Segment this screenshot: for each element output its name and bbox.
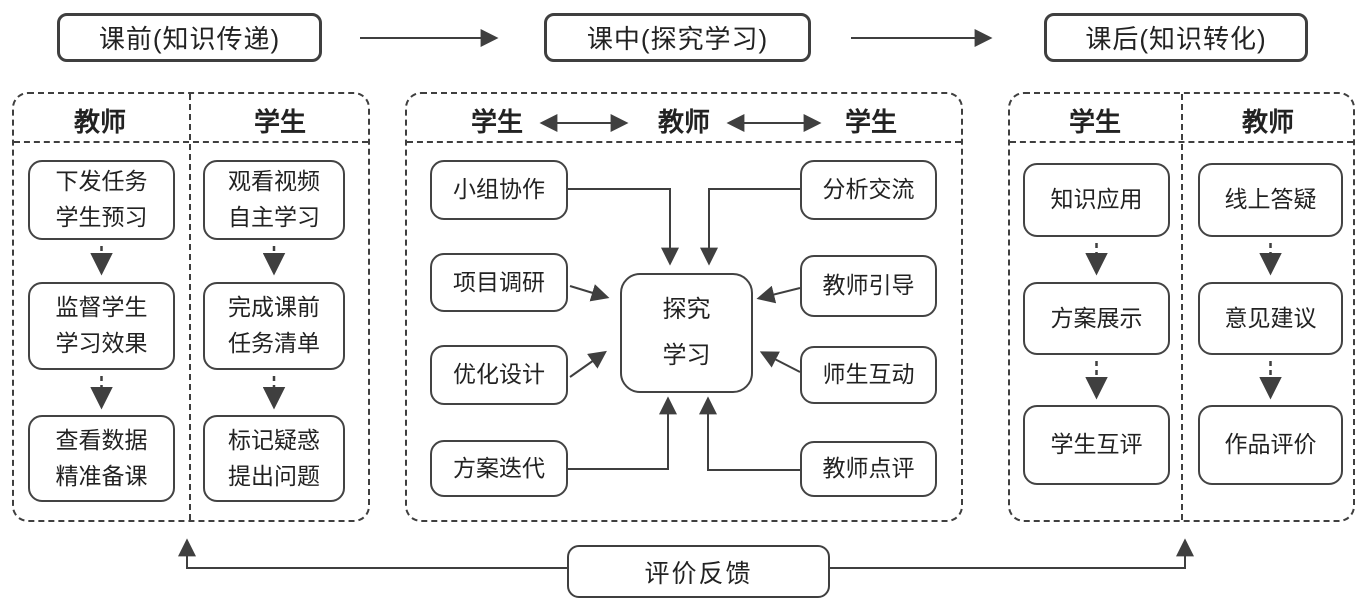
step-box: 意见建议: [1198, 282, 1343, 355]
activity-box: 方案迭代: [430, 440, 568, 497]
activity-box: 小组协作: [430, 160, 568, 220]
stage-box-pre-class: 课前(知识传递): [57, 13, 322, 62]
step-box: 观看视频 自主学习: [203, 160, 345, 240]
post-class-column-divider: [1181, 94, 1183, 520]
step-box: 下发任务 学生预习: [28, 160, 175, 240]
inquiry-learning-center-box: 探究 学习: [620, 273, 753, 393]
feedback-connector-left: [178, 538, 567, 569]
activity-box: 项目调研: [430, 253, 568, 312]
step-box: 标记疑惑 提出问题: [203, 415, 345, 502]
step-box: 作品评价: [1198, 405, 1343, 485]
activity-box: 师生互动: [800, 346, 937, 404]
in-class-teacher-header: 教师: [657, 107, 710, 137]
step-box: 监督学生 学习效果: [28, 282, 175, 370]
activity-box: 教师引导: [800, 255, 937, 317]
pre-class-header-divider: [14, 141, 368, 143]
feedback-box: 评价反馈: [567, 545, 830, 598]
stage-box-post-class: 课后(知识转化): [1044, 13, 1308, 62]
step-box: 完成课前 任务清单: [203, 282, 345, 370]
activity-box: 分析交流: [800, 160, 937, 220]
activity-box: 优化设计: [430, 345, 568, 405]
step-box: 方案展示: [1023, 282, 1170, 355]
step-box: 知识应用: [1023, 163, 1170, 237]
post-class-teacher-header: 教师: [1241, 107, 1294, 137]
activity-box: 教师点评: [800, 441, 937, 497]
post-class-student-header: 学生: [1068, 107, 1121, 137]
feedback-connector-right: [830, 538, 1194, 569]
in-class-header-divider: [407, 141, 961, 143]
pre-class-teacher-header: 教师: [73, 107, 126, 137]
step-box: 线上答疑: [1198, 163, 1343, 237]
pre-class-student-header: 学生: [253, 107, 306, 137]
step-box: 学生互评: [1023, 405, 1170, 485]
stage-box-in-class: 课中(探究学习): [544, 13, 811, 62]
in-class-student-header-right: 学生: [844, 107, 897, 137]
step-box: 查看数据 精准备课: [28, 415, 175, 502]
pre-class-column-divider: [189, 94, 191, 520]
in-class-student-header-left: 学生: [470, 107, 523, 137]
